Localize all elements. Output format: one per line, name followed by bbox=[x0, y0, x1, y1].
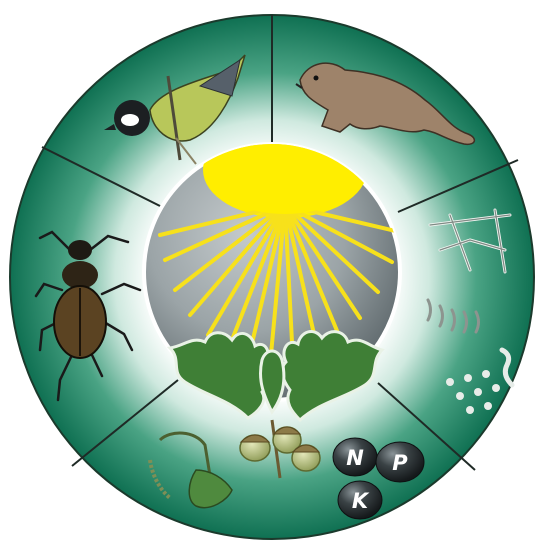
nutrient-n-pebble: N bbox=[333, 438, 377, 476]
nutrient-k-pebble: K bbox=[338, 481, 382, 519]
nutrient-p-label: P bbox=[392, 451, 408, 475]
nutrient-p-pebble: P bbox=[376, 442, 424, 482]
nutrient-n-label: N bbox=[346, 446, 364, 470]
nutrient-k-label: K bbox=[352, 489, 370, 513]
